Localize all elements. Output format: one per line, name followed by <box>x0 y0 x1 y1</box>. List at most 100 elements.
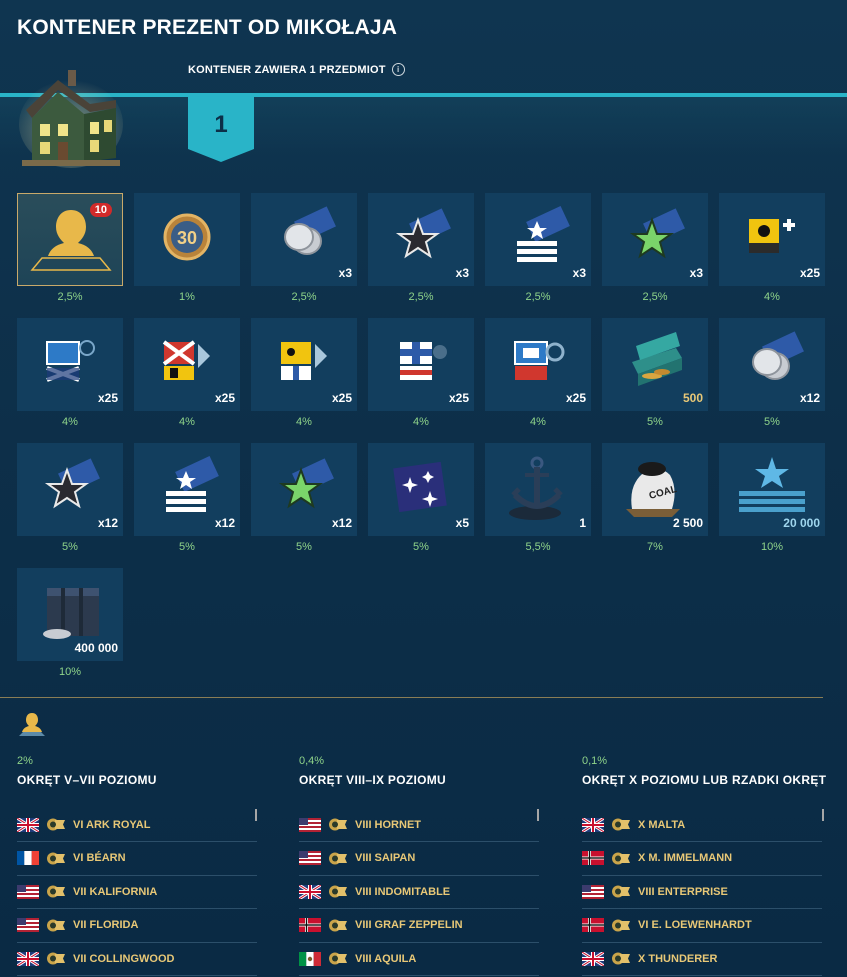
carrier-class-icon <box>46 952 66 965</box>
reward-quantity: x25 <box>448 391 469 405</box>
ship-row[interactable]: VI ARK ROYAL <box>16 808 257 842</box>
reward-tile[interactable]: x25 <box>251 318 357 411</box>
reward-tile[interactable]: 500 <box>602 318 708 411</box>
reward-tile[interactable]: 400 000 <box>17 568 123 661</box>
reward-tile[interactable]: x12 <box>134 443 240 536</box>
reward-tile[interactable]: x3 <box>251 193 357 286</box>
reward-probability: 2,5% <box>642 291 668 303</box>
carrier-class-icon <box>611 852 631 865</box>
reward-probability: 4% <box>62 416 78 428</box>
carrier-class-icon <box>328 952 348 965</box>
reward-tile[interactable]: 30 <box>134 193 240 286</box>
reward-quantity: 1 <box>579 516 586 530</box>
flag-de-icon <box>582 851 604 865</box>
reward-tile[interactable]: 20 000 <box>719 443 825 536</box>
flag-us-icon <box>17 884 39 899</box>
ship-row[interactable]: VIII ENTERPRISE <box>582 875 822 909</box>
scrollbar-thumb[interactable] <box>255 809 257 821</box>
reward-quantity: x3 <box>455 266 469 280</box>
reward-tile[interactable]: x3 <box>368 193 474 286</box>
ship-row[interactable]: VIII INDOMITABLE <box>298 875 539 909</box>
flag-us-icon <box>17 918 39 932</box>
ship-name: VI BÉARN <box>73 852 126 864</box>
reward-tile[interactable]: x12 <box>719 318 825 411</box>
reward-quantity: x12 <box>97 516 118 530</box>
ship-name: VI E. LOEWENHARDT <box>638 919 752 931</box>
reward-tile[interactable]: 1 <box>485 443 591 536</box>
reward-item[interactable]: x3 2,5% <box>368 193 474 303</box>
ship-row[interactable]: X THUNDERER <box>581 942 822 976</box>
ship-row[interactable]: VIII GRAF ZEPPELIN <box>299 909 539 943</box>
reward-quantity: x25 <box>97 391 118 405</box>
reward-tile[interactable]: x25 <box>17 318 123 411</box>
ship-row[interactable]: VI E. LOEWENHARDT <box>582 909 822 943</box>
reward-tile[interactable]: x25 <box>368 318 474 411</box>
ship-name: VI ARK ROYAL <box>73 818 151 831</box>
carrier-class-icon <box>328 818 348 831</box>
reward-quantity: x12 <box>799 391 820 405</box>
ship-row[interactable]: VII KALIFORNIA <box>17 875 257 909</box>
ship-name: VIII ENTERPRISE <box>638 885 728 898</box>
carrier-class-icon <box>46 885 66 898</box>
scrollbar-thumb[interactable] <box>822 809 824 821</box>
reward-probability: 5% <box>296 541 312 553</box>
ship-row[interactable]: VII COLLINGWOOD <box>16 942 257 976</box>
ship-row[interactable]: VI BÉARN <box>17 842 257 876</box>
reward-tile[interactable]: x3 <box>485 193 591 286</box>
reward-item[interactable]: x25 4% <box>17 318 123 428</box>
ship-row[interactable]: VIII AQUILA <box>299 942 539 976</box>
reward-tile[interactable]: x5 <box>368 443 474 536</box>
ship-row[interactable]: VIII SAIPAN <box>299 842 539 876</box>
ship-name: X M. IMMELMANN <box>638 852 733 864</box>
carrier-class-icon <box>46 919 66 932</box>
ship-row[interactable]: VII FLORIDA <box>17 909 257 943</box>
scrollbar-thumb[interactable] <box>537 809 539 821</box>
info-icon[interactable]: i <box>391 63 405 76</box>
carrier-class-icon <box>328 919 348 932</box>
reward-tile[interactable]: 10 <box>17 193 123 286</box>
ship-row[interactable]: VIII HORNET <box>299 808 539 842</box>
ship-row[interactable]: X M. IMMELMANN <box>582 842 822 876</box>
item-count: 1 <box>214 111 228 138</box>
commander-bust-icon <box>19 713 45 736</box>
ship-row[interactable]: X MALTA <box>581 808 822 842</box>
section-probability: 2% <box>17 755 33 767</box>
ship-name: VII KALIFORNIA <box>73 885 158 898</box>
carrier-class-icon <box>46 818 66 831</box>
svg-text:30: 30 <box>177 228 197 248</box>
ship-name: VIII HORNET <box>355 818 422 831</box>
reward-quantity: x25 <box>331 391 352 405</box>
reward-probability: 2,5% <box>408 291 434 303</box>
reward-tile[interactable]: x25 <box>134 318 240 411</box>
flag-uk-icon <box>16 950 40 967</box>
reward-tile[interactable]: x25 <box>719 193 825 286</box>
reward-probability: 4% <box>764 291 780 303</box>
reward-tile[interactable]: x12 <box>251 443 357 536</box>
reward-tile[interactable]: x3 <box>602 193 708 286</box>
reward-tile[interactable]: x25 <box>485 318 591 411</box>
reward-tile[interactable]: x12 <box>17 443 123 536</box>
reward-item[interactable]: x3 2,5% <box>602 193 708 303</box>
